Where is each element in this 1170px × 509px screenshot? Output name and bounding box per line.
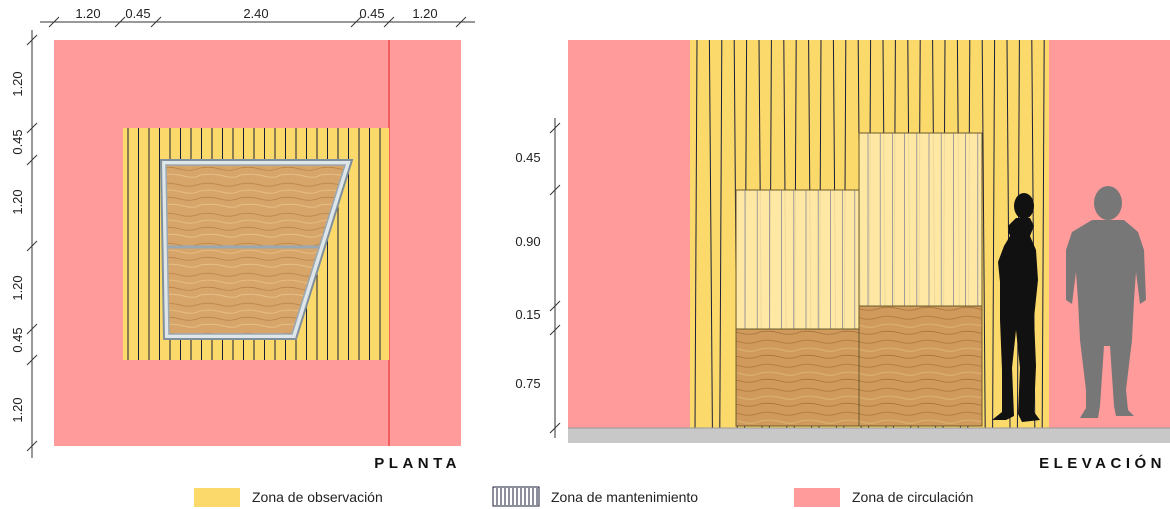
plan-left-dim-1: 0.45 [10, 129, 25, 154]
elev-circulation-zone-left [568, 40, 690, 428]
plan-left-dim-5: 1.20 [10, 397, 25, 422]
elev-display-case-left [735, 189, 860, 427]
legend-swatch-mantenimiento [492, 486, 540, 507]
person-talking-phone-icon [992, 193, 1040, 422]
legend-label-observacion: Zona de observación [252, 489, 383, 505]
elev-left-dimensions: 0.45 0.90 0.15 0.75 [515, 118, 561, 438]
plan-left-dim-0: 1.20 [10, 71, 25, 96]
plan-top-dim-3: 0.45 [359, 6, 384, 21]
legend-swatch-circulacion [794, 488, 840, 507]
plan-left-dim-2: 1.20 [10, 189, 25, 214]
elev-left-dim-1: 0.90 [515, 234, 540, 249]
elev-left-dim-0: 0.45 [515, 150, 540, 165]
plan-left-dim-3: 1.20 [10, 275, 25, 300]
plan-top-dim-0: 1.20 [75, 6, 100, 21]
plan-display-object [159, 159, 354, 340]
plan-top-dim-2: 2.40 [243, 6, 268, 21]
plan-left-dim-4: 0.45 [10, 327, 25, 352]
plan-top-dimensions: 1.20 0.45 2.40 0.45 1.20 [40, 6, 475, 28]
elev-display-case-right [858, 132, 983, 427]
elev-floor [568, 428, 1170, 443]
legend: Zona de observación Zona de mantenimient… [194, 486, 973, 507]
legend-swatch-observacion [194, 488, 240, 507]
elevation-title: ELEVACIÓN [1039, 454, 1166, 472]
legend-label-mantenimiento: Zona de mantenimiento [551, 489, 698, 505]
person-standing-icon [1066, 186, 1146, 418]
plan-top-dim-4: 1.20 [412, 6, 437, 21]
plan-left-dimensions: 1.20 0.45 1.20 1.20 0.45 1.20 [10, 30, 38, 458]
elev-left-dim-3: 0.75 [515, 376, 540, 391]
plan-view: 1.20 0.45 2.40 0.45 1.20 1.20 0.45 1.20 … [10, 6, 475, 472]
elevation-view: 0.45 0.90 0.15 0.75 ELEVACIÓN [515, 39, 1170, 472]
plan-title: PLANTA [374, 455, 461, 472]
elev-left-dim-2: 0.15 [515, 307, 540, 322]
legend-label-circulacion: Zona de circulación [852, 489, 973, 505]
plan-top-dim-1: 0.45 [125, 6, 150, 21]
